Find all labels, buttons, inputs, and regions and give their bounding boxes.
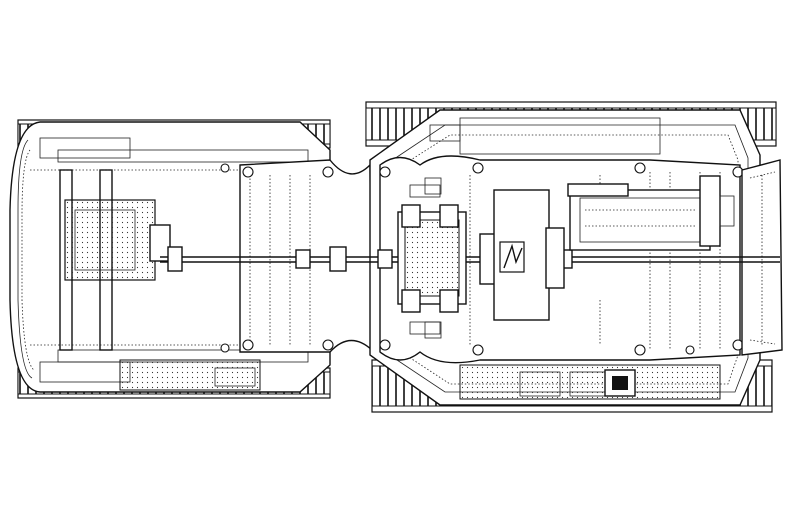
- clutch-housing: [479, 189, 565, 321]
- transfer-case: [397, 177, 467, 339]
- rear-suspension-details: [409, 124, 601, 345]
- engine-block: [567, 175, 735, 251]
